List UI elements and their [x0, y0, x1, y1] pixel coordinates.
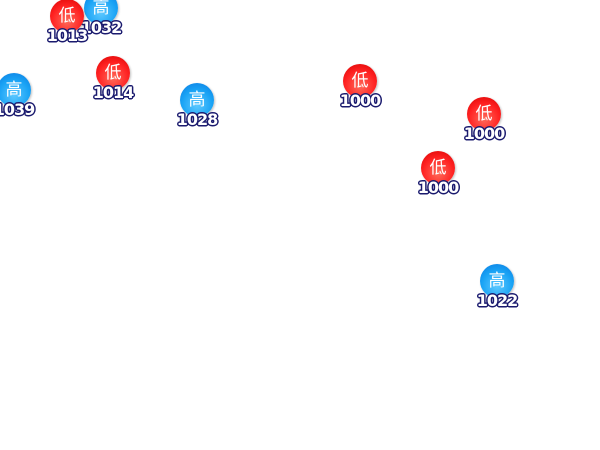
high-pressure-icon: 高 [480, 264, 514, 298]
pressure-value: 1000 [417, 178, 460, 197]
high-pressure-icon: 高 [180, 83, 214, 117]
low-pressure-icon: 低 [50, 0, 84, 33]
pressure-value: 1013 [46, 26, 89, 45]
pressure-value: 1000 [339, 91, 382, 110]
pressure-value: 1014 [92, 83, 135, 102]
low-pressure-icon: 低 [467, 97, 501, 131]
high-pressure-icon: 高 [84, 0, 118, 25]
low-pressure-icon: 低 [96, 56, 130, 90]
low-pressure-icon: 低 [343, 64, 377, 98]
pressure-value: 1022 [476, 291, 519, 310]
low-pressure-icon: 低 [421, 151, 455, 185]
pressure-value: 1032 [80, 18, 123, 37]
pressure-value: 1000 [463, 124, 506, 143]
high-pressure-icon: 高 [0, 73, 31, 107]
pressure-value: 1028 [176, 110, 219, 129]
pressure-value: 1039 [0, 100, 35, 119]
